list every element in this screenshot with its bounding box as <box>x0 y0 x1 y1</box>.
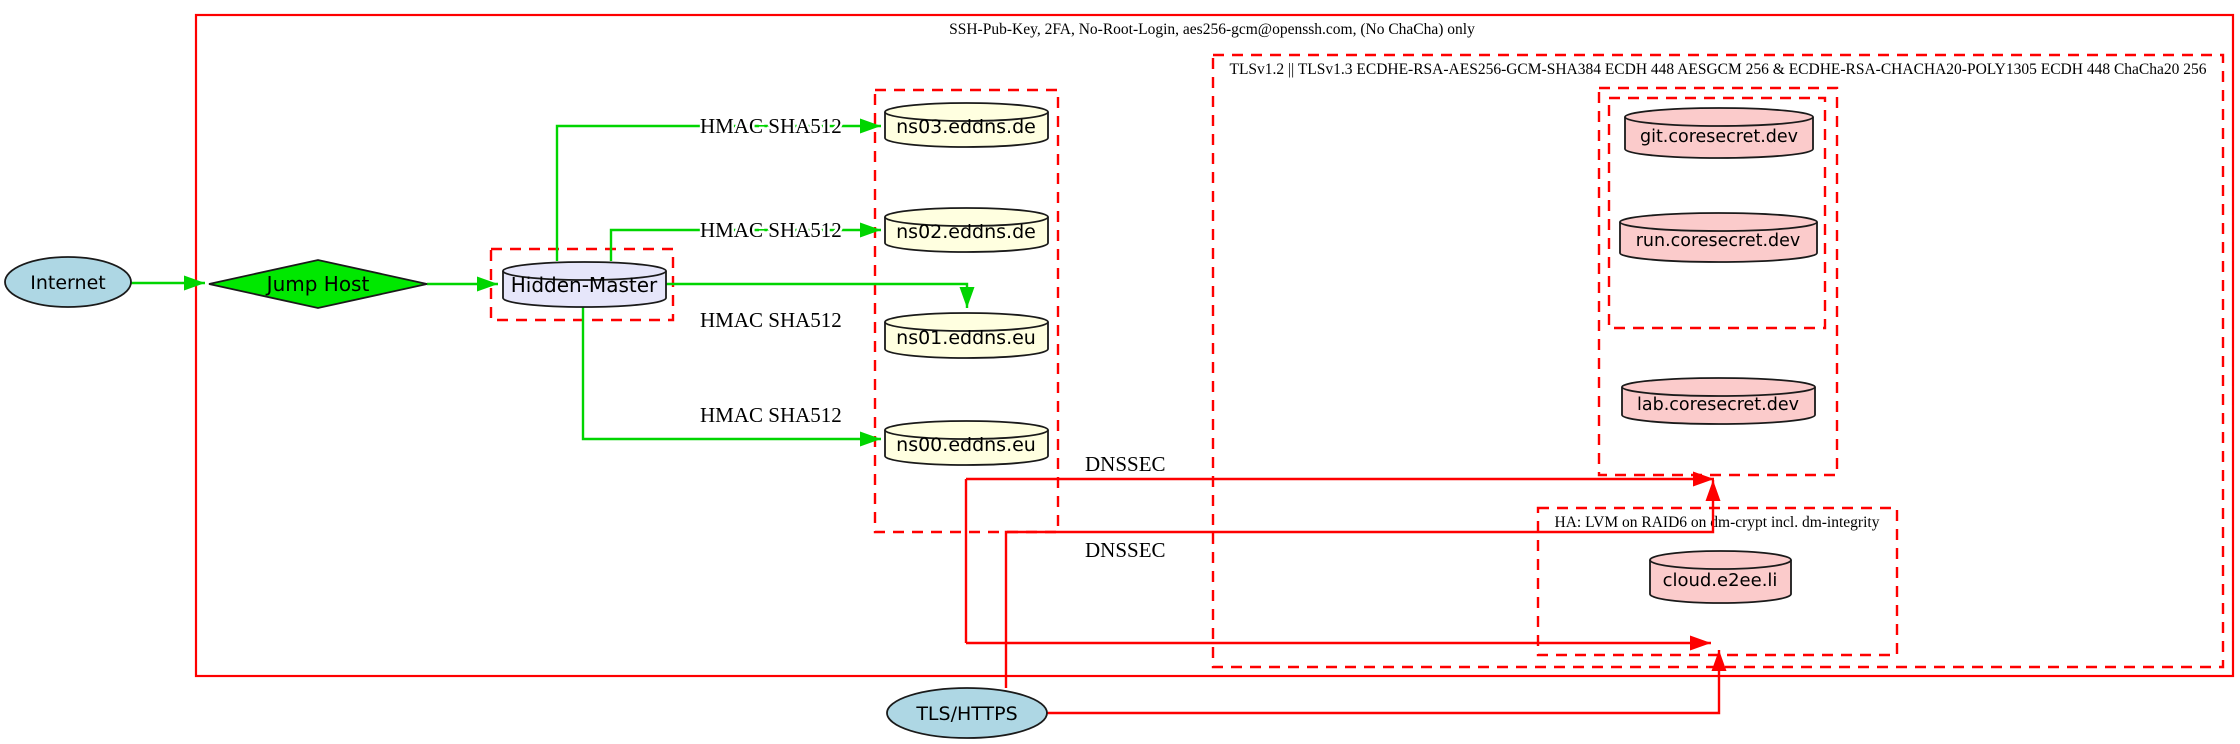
ns03-cylinder <box>884 102 1049 148</box>
hidden-master-cylinder-lid <box>502 270 667 281</box>
node-ns03: ns03.eddns.de <box>884 102 1049 148</box>
node-ns00: ns00.eddns.eu <box>884 420 1049 466</box>
internet-ellipse <box>4 256 132 308</box>
git-cylinder-lid <box>1624 116 1814 127</box>
jump-host-label: Jump Host <box>265 272 370 296</box>
edge-label-dnssec-1: DNSSEC <box>1085 452 1166 476</box>
cluster-coresecret-border <box>1597 86 1839 477</box>
jump-host-diamond <box>208 259 428 309</box>
edge-hiddenmaster-ns01 <box>666 282 975 308</box>
edge-hiddenmaster-ns00 <box>581 307 881 447</box>
ns01-label: ns01.eddns.eu <box>896 327 1036 349</box>
ns02-label: ns02.eddns.de <box>896 221 1036 243</box>
run-cylinder-lid <box>1619 221 1818 232</box>
node-lab-coresecret: lab.coresecret.dev <box>1621 377 1816 425</box>
node-cloud-e2ee: cloud.e2ee.li <box>1649 550 1792 604</box>
edge-label-hmac-ns02: HMAC SHA512 <box>700 218 842 242</box>
cluster-coresecret-inner-border <box>1607 96 1827 330</box>
node-hidden-master: Hidden-Master <box>502 261 667 308</box>
hidden-master-label: Hidden-Master <box>511 273 658 297</box>
cluster-ssh-label: SSH-Pub-Key, 2FA, No-Root-Login, aes256-… <box>949 21 1475 38</box>
ns01-cylinder-lid <box>884 321 1049 332</box>
edge-label-hmac-ns03: HMAC SHA512 <box>700 114 842 138</box>
git-cylinder <box>1624 107 1814 159</box>
edge-tlshttps-coresecret <box>1004 480 1721 688</box>
run-cylinder <box>1619 212 1818 263</box>
edge-label-hmac-ns00: HMAC SHA512 <box>700 403 842 427</box>
lab-cylinder-lid <box>1621 386 1816 397</box>
ns03-cylinder-lid <box>884 111 1049 122</box>
edge-label-hmac-ns01: HMAC SHA512 <box>700 308 842 332</box>
tls-https-ellipse <box>886 687 1048 739</box>
ns03-label: ns03.eddns.de <box>896 116 1036 138</box>
ns00-cylinder <box>884 420 1049 466</box>
cluster-tls-border <box>1211 53 2225 669</box>
hidden-master-cylinder <box>502 261 667 308</box>
edge-label-dnssec-2: DNSSEC <box>1085 538 1166 562</box>
ns02-cylinder-lid <box>884 216 1049 227</box>
node-jump-host: Jump Host <box>208 259 428 309</box>
internet-label: Internet <box>30 272 105 294</box>
node-tls-https: TLS/HTTPS <box>886 687 1048 739</box>
edge-tlshttps-ha <box>1047 650 1727 715</box>
node-ns01: ns01.eddns.eu <box>884 312 1049 359</box>
ns02-cylinder <box>884 207 1049 253</box>
tls-https-label: TLS/HTTPS <box>915 703 1017 725</box>
lab-label: lab.coresecret.dev <box>1637 395 1799 415</box>
node-run-coresecret: run.coresecret.dev <box>1619 212 1818 263</box>
cloud-cylinder <box>1649 550 1792 604</box>
cluster-ha-label: HA: LVM on RAID6 on dm-crypt incl. dm-in… <box>1555 514 1880 531</box>
run-label: run.coresecret.dev <box>1636 231 1801 251</box>
node-ns02: ns02.eddns.de <box>884 207 1049 253</box>
edge-hiddenmaster-ns03 <box>555 118 881 261</box>
ns01-cylinder <box>884 312 1049 359</box>
cluster-nameservers-border <box>873 88 1060 534</box>
cluster-tls-label: TLSv1.2 || TLSv1.3 ECDHE-RSA-AES256-GCM-… <box>1229 61 2206 78</box>
git-label: git.coresecret.dev <box>1640 127 1798 147</box>
node-internet: Internet <box>4 256 132 308</box>
ns00-cylinder-lid <box>884 429 1049 440</box>
lab-cylinder <box>1621 377 1816 425</box>
cluster-ssh-border <box>194 13 2235 678</box>
cloud-cylinder-lid <box>1649 559 1792 570</box>
edge-hiddenmaster-ns02 <box>609 222 881 261</box>
ns00-label: ns00.eddns.eu <box>896 434 1036 456</box>
node-git-coresecret: git.coresecret.dev <box>1624 107 1814 159</box>
cloud-label: cloud.e2ee.li <box>1663 570 1778 591</box>
